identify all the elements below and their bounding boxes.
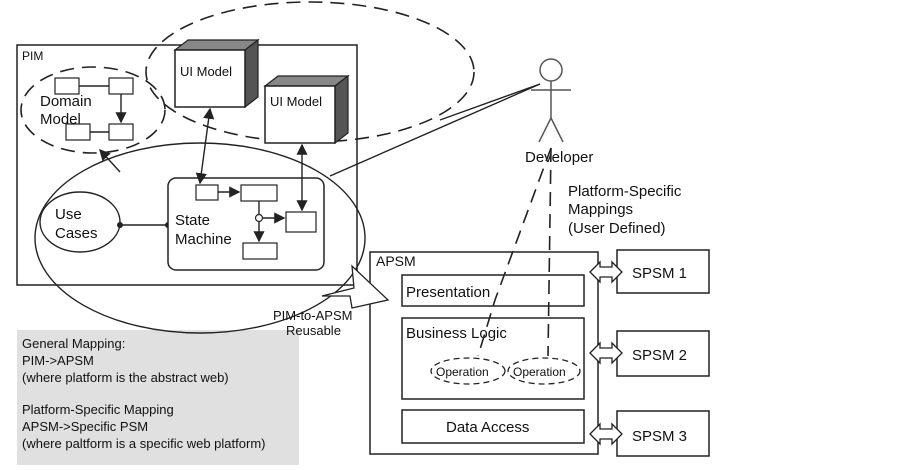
ui-model-1-top: [173, 39, 260, 51]
general-mapping-line1: PIM->APSM: [22, 353, 94, 368]
psm-label-3: (User Defined): [568, 220, 666, 237]
operation-label-2: Operation: [513, 365, 566, 379]
domain-class-box-2: [108, 77, 134, 95]
presentation-label: Presentation: [406, 284, 490, 301]
spsm-2-label: SPSM 2: [632, 347, 687, 364]
developer-head: [539, 58, 563, 82]
specific-mapping-title: Platform-Specific Mapping: [22, 402, 174, 417]
ui-model-1-label: UI Model: [180, 64, 232, 79]
developer-line-upper: [439, 83, 541, 121]
state-box-1: [195, 184, 219, 201]
behavior-to-domain-arrow: [99, 148, 121, 173]
state-junction: [254, 213, 264, 223]
ui-model-1-box: [174, 49, 246, 108]
pim-to-apsm-label-1: PIM-to-APSM: [273, 308, 352, 323]
operation-ellipse-2: [507, 357, 581, 385]
spsm-3-label: SPSM 3: [632, 428, 687, 445]
state-machine-box: [167, 177, 325, 271]
spsm-1-group: SPSM 1: [589, 249, 710, 294]
ui-model-2-box: [264, 85, 336, 144]
use-cases-label-1: Use: [55, 206, 82, 223]
developer-to-operation-2: [547, 147, 552, 357]
spsm-2-group: SPSM 2: [589, 330, 710, 377]
general-mapping-line2: (where platform is the abstract web): [22, 370, 229, 385]
spsm-1-label: SPSM 1: [632, 265, 687, 282]
ui-model-1-side: [244, 38, 259, 109]
ui-model-1-state-arrow: [195, 107, 215, 185]
domain-class-box-4: [108, 123, 134, 141]
operation-ellipse-1: [430, 357, 506, 385]
state-box-4: [242, 242, 278, 260]
apsm-label: APSM: [376, 253, 416, 269]
developer-leg-left: [538, 117, 552, 143]
pim-to-apsm-label-2: Reusable: [286, 323, 341, 338]
specific-mapping-line1: APSM->Specific PSM: [22, 419, 148, 434]
use-cases-label-2: Cases: [55, 225, 98, 242]
spsm-2-double-arrow: [589, 341, 623, 365]
spsm-1-double-arrow: [589, 260, 623, 284]
state-box-2: [240, 184, 278, 202]
spsm-3-group: SPSM 3: [589, 410, 710, 457]
state-machine-label-2: Machine: [175, 231, 232, 248]
developer-to-operation-1: [477, 147, 552, 357]
domain-class-box-1: [54, 77, 80, 95]
data-access-label: Data Access: [446, 419, 529, 436]
mapping-notes-panel: [17, 330, 299, 465]
psm-label-1: Platform-Specific: [568, 183, 682, 200]
developer-line-lower: [329, 83, 541, 177]
domain-model-label-2: Model: [40, 111, 81, 128]
ui-model-2-side: [334, 74, 349, 145]
pim-label: PIM: [22, 49, 43, 63]
data-access-box: [401, 409, 585, 444]
spsm-1-box: [616, 249, 710, 294]
business-logic-label: Business Logic: [406, 325, 507, 342]
ui-model-2-top: [263, 75, 350, 87]
state-machine-label-1: State: [175, 212, 210, 229]
specific-mapping-line2: (where paltform is a specific web platfo…: [22, 436, 265, 451]
presentation-box: [401, 274, 585, 307]
spsm-2-box: [616, 330, 710, 377]
psm-label-2: Mappings: [568, 201, 633, 218]
spsm-3-double-arrow: [589, 422, 623, 446]
domain-model-label-1: Domain: [40, 93, 92, 110]
ui-model-2-label: UI Model: [270, 94, 322, 109]
ui-model-dashed-ellipse: [145, 1, 475, 143]
domain-model-dashed-ellipse: [20, 66, 166, 154]
general-mapping-title: General Mapping:: [22, 336, 125, 351]
state-box-3: [285, 211, 317, 233]
developer-leg-right: [550, 117, 564, 143]
developer-label: Developer: [525, 149, 593, 166]
operation-label-1: Operation: [436, 365, 489, 379]
pim-to-apsm-arrow: [321, 264, 390, 309]
